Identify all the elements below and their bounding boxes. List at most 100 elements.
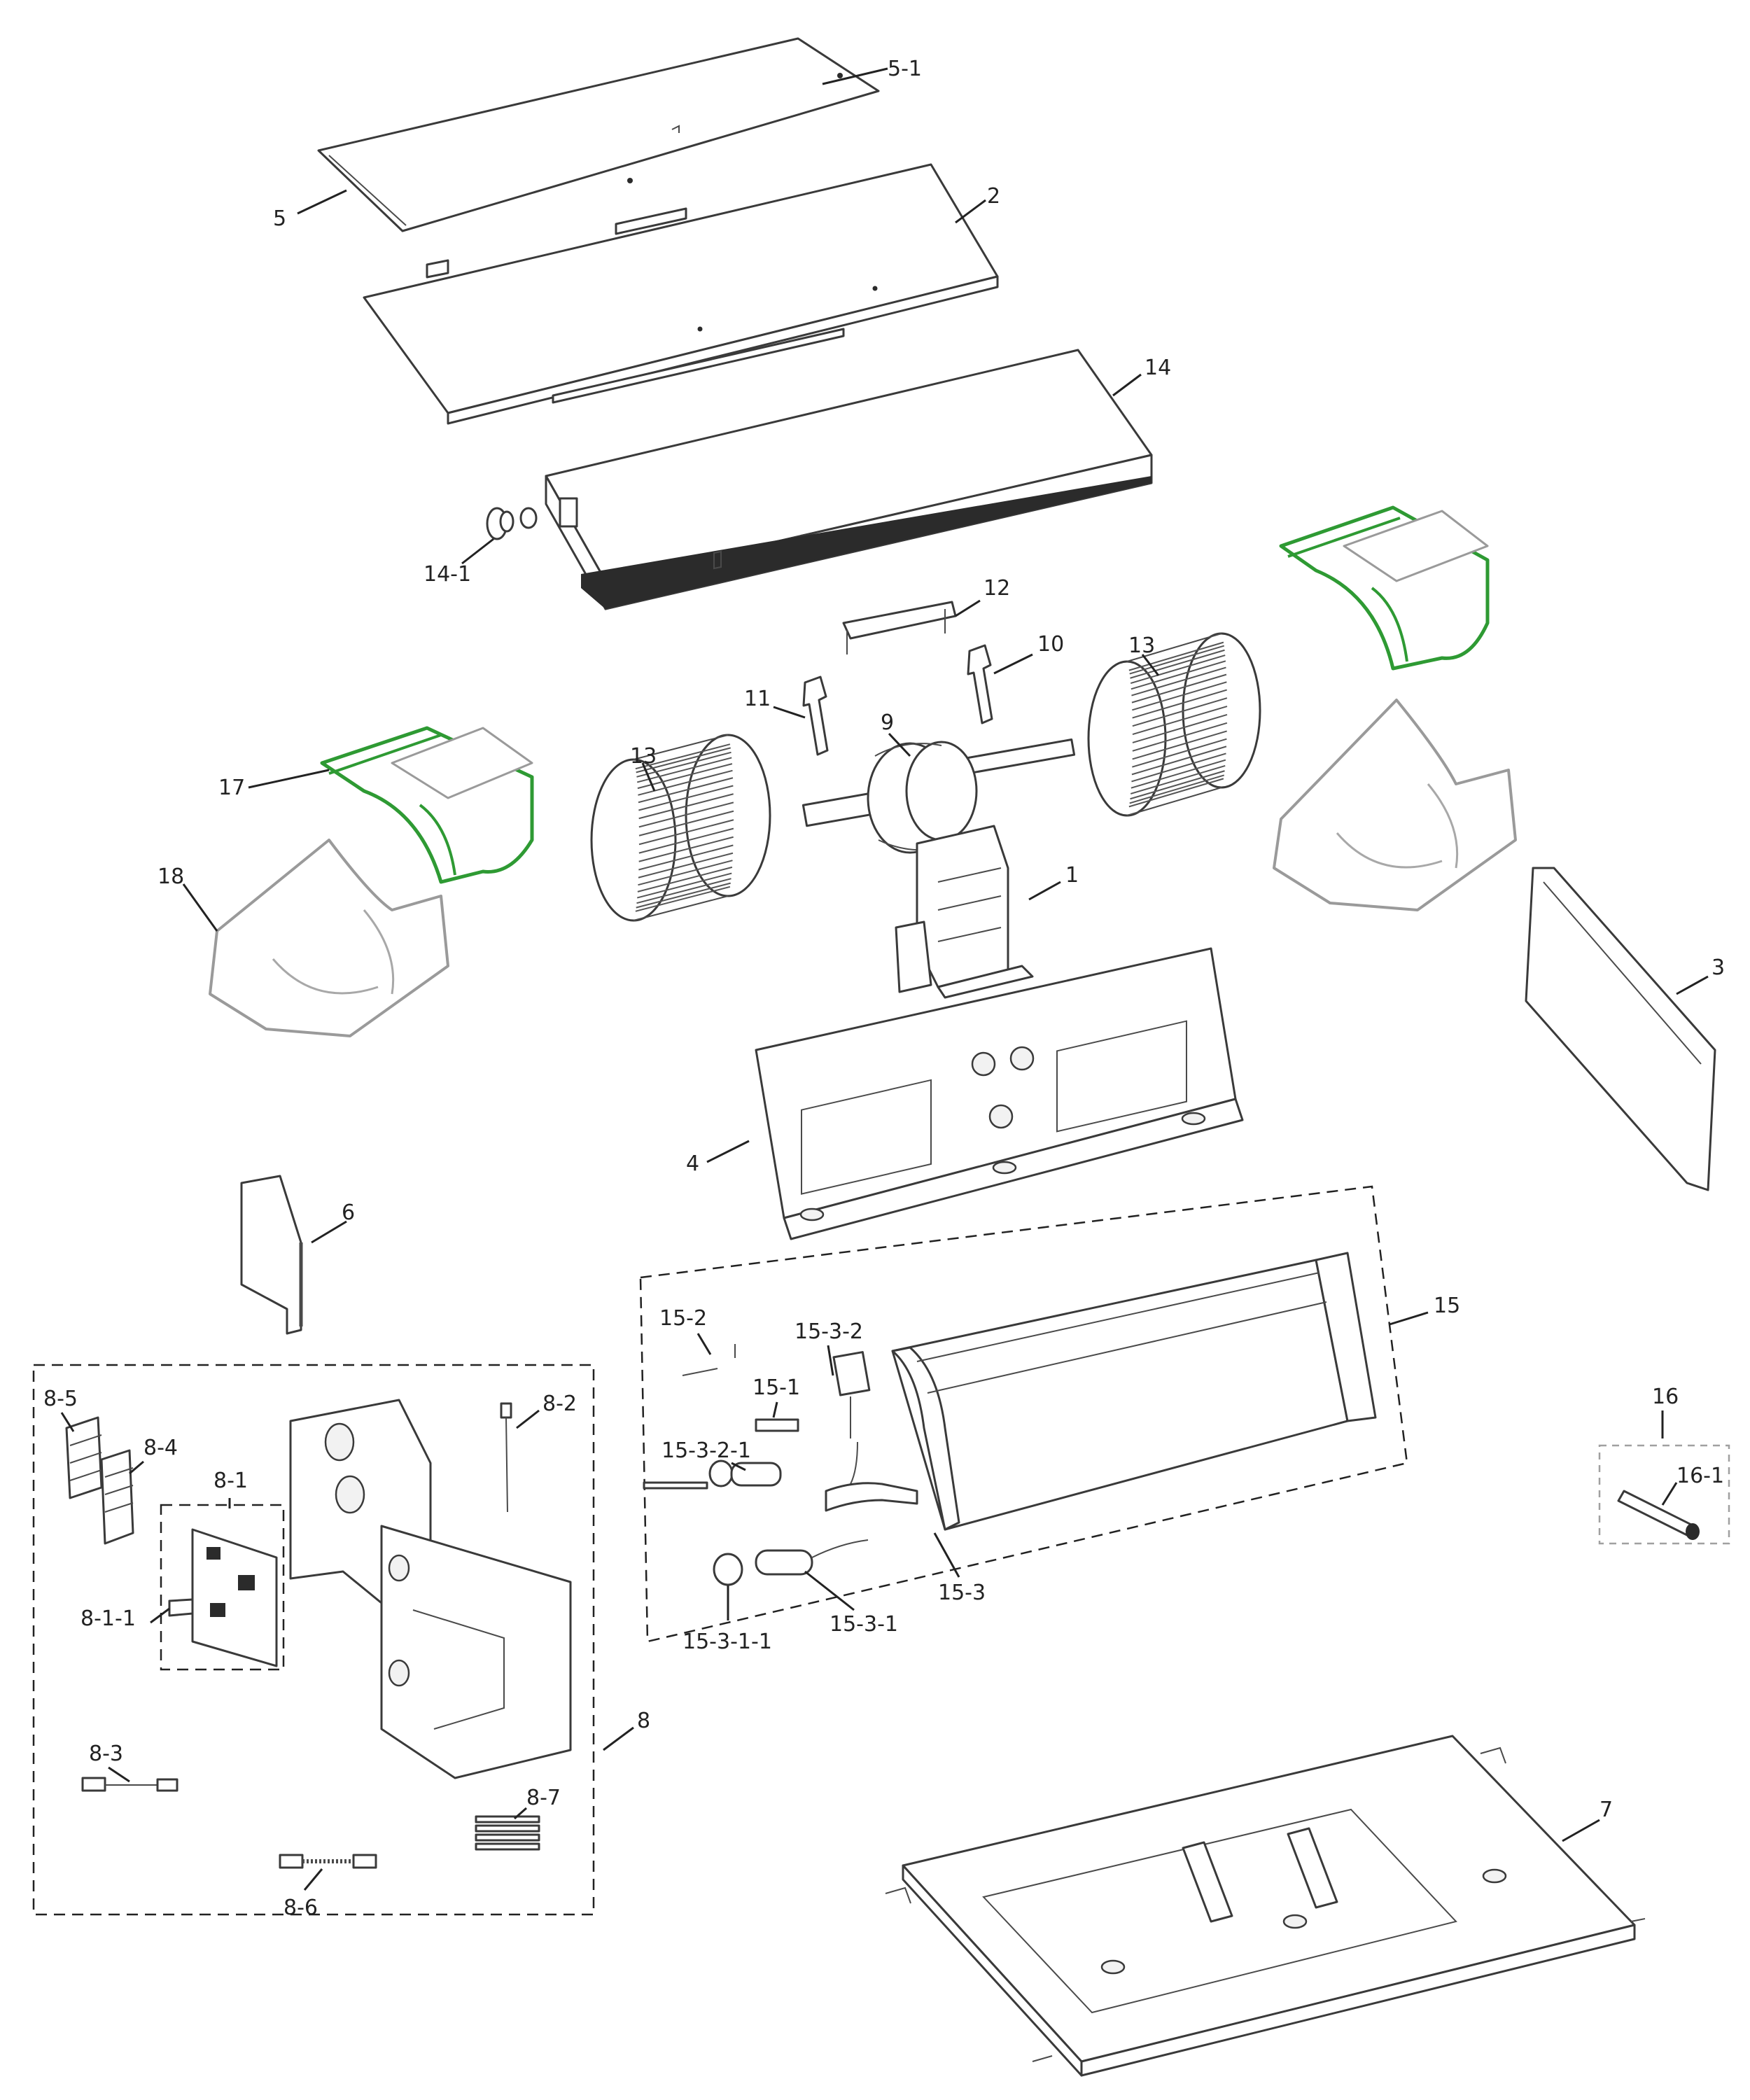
part-2-panel[interactable]: [363, 163, 999, 425]
part-14-box[interactable]: [545, 349, 1153, 610]
part-8-5-terminal-block[interactable]: [65, 1416, 103, 1499]
part-18-blower-housing-lower-left[interactable]: [209, 839, 449, 1037]
blower-blade: [638, 802, 734, 828]
blower-blade: [1132, 697, 1228, 727]
part-17-blower-housing-upper-left[interactable]: [320, 726, 534, 884]
blower-blade: [636, 747, 731, 774]
part-7-base-pan[interactable]: [885, 1735, 1646, 2077]
blower-blade: [1128, 641, 1224, 671]
label-14: 14: [1144, 356, 1171, 380]
blower-blade: [1131, 666, 1226, 696]
label-17: 17: [218, 776, 245, 800]
label-8-7: 8-7: [526, 1786, 561, 1810]
label-18: 18: [158, 864, 184, 889]
part-16-1-part[interactable]: [1617, 1490, 1700, 1540]
label-16-1: 16-1: [1676, 1464, 1724, 1488]
part-16-group-box: [1598, 1444, 1730, 1545]
blower-blade: [638, 852, 734, 878]
blower-blade: [1132, 714, 1228, 743]
part-13-blower-wheel-left[interactable]: [590, 734, 771, 922]
blower-blade: [636, 751, 732, 778]
blower-blade: [636, 878, 732, 904]
label-8-4: 8-4: [144, 1436, 178, 1460]
part-8-1-circuit-board[interactable]: [191, 1528, 278, 1667]
part-8-2-wire[interactable]: [500, 1402, 512, 1513]
blower-blade: [1132, 730, 1227, 760]
blower-blade: [638, 860, 733, 886]
blower-blade: [1129, 774, 1225, 804]
part-14-1-drain-fitting[interactable]: [486, 507, 538, 540]
part-1-motor-mount[interactable]: [895, 825, 1034, 999]
part-15-3-part[interactable]: [825, 1482, 918, 1512]
part-18-blower-housing-lower-right[interactable]: [1273, 699, 1517, 911]
label-4: 4: [686, 1152, 699, 1176]
part-labels: 5-1 5 2 14 14-1 12 10 11 13 13 9 17 18 1…: [43, 57, 1725, 1920]
label-6: 6: [342, 1200, 355, 1225]
part-8-control-box[interactable]: [289, 1399, 572, 1779]
label-15-3-1: 15-3-1: [830, 1612, 898, 1637]
label-8-1-1: 8-1-1: [80, 1606, 136, 1631]
blower-blade: [1129, 645, 1225, 675]
part-11-clip[interactable]: [802, 676, 829, 756]
part-8-6-wire-harness[interactable]: [279, 1854, 377, 1869]
blower-blade: [1132, 689, 1227, 719]
part-17-blower-housing-upper-right[interactable]: [1279, 505, 1490, 671]
part-15-1-part[interactable]: [755, 1418, 799, 1432]
label-15-1: 15-1: [752, 1376, 800, 1400]
label-8-1: 8-1: [214, 1469, 248, 1493]
label-1: 1: [1065, 863, 1079, 888]
blower-blade: [637, 866, 733, 892]
part-15-group-box: [639, 1185, 1408, 1643]
blower-blade: [1128, 778, 1224, 808]
part-15-3-2-part[interactable]: [832, 1351, 871, 1485]
part-15-2-part[interactable]: [682, 1344, 736, 1376]
part-4-blower-deck[interactable]: [755, 947, 1244, 1240]
label-5-1: 5-1: [888, 57, 922, 81]
part-15-3-1-1-part[interactable]: [713, 1553, 743, 1586]
part-13-blower-wheel-right[interactable]: [1087, 632, 1261, 817]
part-8-1-group-box: [160, 1504, 285, 1671]
label-3: 3: [1712, 955, 1725, 980]
blower-blade: [638, 836, 734, 862]
blower-blade: [638, 785, 734, 811]
part-8-3-wire-harness[interactable]: [81, 1777, 178, 1792]
part-8-7-wire-harness[interactable]: [475, 1815, 540, 1851]
blower-blade: [638, 810, 734, 836]
part-12-bracket[interactable]: [842, 601, 957, 654]
label-8: 8: [637, 1709, 650, 1733]
label-8-2: 8-2: [542, 1392, 577, 1416]
blower-blade: [635, 743, 731, 770]
part-10-clip[interactable]: [967, 644, 993, 724]
blower-blade: [1131, 673, 1227, 704]
label-10: 10: [1037, 632, 1064, 657]
blower-blade: [1131, 752, 1226, 783]
part-15-3-1-part[interactable]: [755, 1539, 869, 1576]
blower-blade: [1131, 746, 1227, 776]
part-8-group-box: [32, 1364, 595, 1916]
label-15-3-2-1: 15-3-2-1: [662, 1438, 751, 1463]
blower-blade: [1130, 770, 1225, 800]
blower-blade: [638, 819, 734, 846]
blower-blade: [1130, 759, 1226, 789]
part-15-3-2-1-part[interactable]: [643, 1460, 782, 1490]
part-15-evaporator-coil[interactable]: [891, 1252, 1377, 1531]
label-13-left: 13: [630, 744, 657, 769]
part-5-top-cover[interactable]: [317, 37, 880, 232]
part-8-1-1-part[interactable]: [168, 1598, 194, 1617]
label-15-3-2: 15-3-2: [794, 1320, 863, 1344]
blower-blade: [638, 793, 734, 820]
blower-blade: [638, 827, 734, 854]
part-8-4-terminal-block[interactable]: [100, 1449, 134, 1545]
part-6-bracket[interactable]: [240, 1175, 303, 1335]
blower-blade: [1132, 738, 1227, 768]
label-15-3: 15-3: [938, 1581, 986, 1605]
part-9-fan-motor[interactable]: [802, 738, 1076, 854]
label-8-6: 8-6: [284, 1896, 318, 1920]
label-2: 2: [987, 184, 1000, 209]
label-16: 16: [1652, 1385, 1679, 1409]
blower-blade: [635, 886, 731, 912]
blower-blade: [636, 872, 732, 899]
part-3-side-panel[interactable]: [1525, 867, 1716, 1191]
label-8-3: 8-3: [89, 1742, 123, 1766]
